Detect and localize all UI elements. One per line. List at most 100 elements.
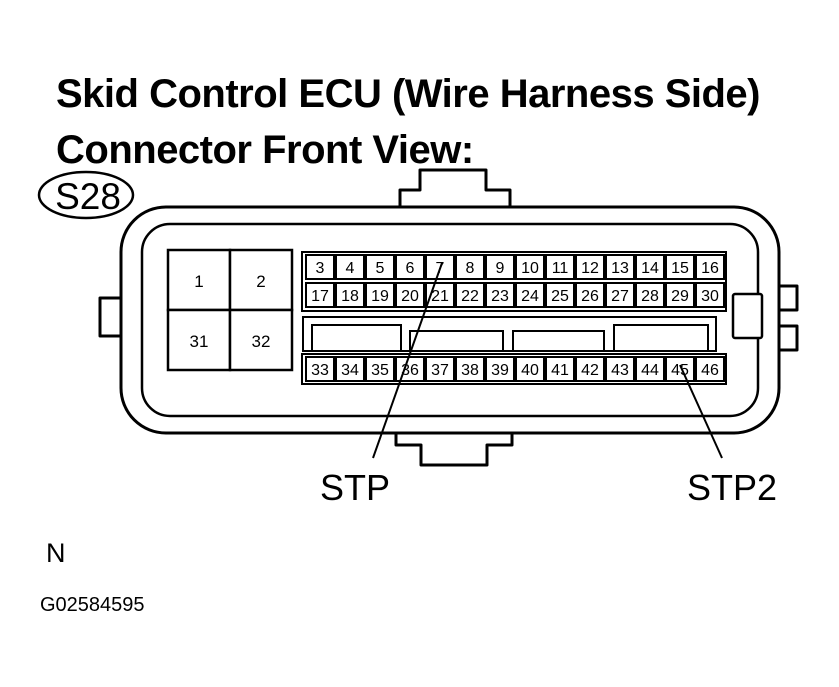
pin-cavity [365, 254, 395, 280]
pin-label: 16 [701, 260, 719, 277]
pin-cavity [515, 282, 545, 308]
keying-slot-2 [409, 330, 504, 351]
pin-cavity [635, 282, 665, 308]
pin-label: 13 [611, 260, 629, 277]
pin-label: 14 [641, 260, 659, 277]
pin-cavity [695, 254, 725, 280]
pin-label: 21 [431, 288, 449, 305]
pin-cavity [515, 254, 545, 280]
pin-label: 6 [406, 260, 415, 277]
pin-label: 46 [701, 362, 719, 379]
large-pin-cavity [166, 308, 232, 372]
large-pin-cavity [228, 308, 294, 372]
pin-label: 30 [701, 288, 719, 305]
pin-cavity [605, 282, 635, 308]
pin-label: 34 [341, 362, 359, 379]
pin-label: 41 [551, 362, 569, 379]
pin-cavity [365, 282, 395, 308]
orientation-mark: N [46, 538, 66, 568]
pin-cavity [545, 282, 575, 308]
diagram-title: Skid Control ECU (Wire Harness Side) [56, 72, 761, 116]
pin-label: 18 [341, 288, 359, 305]
callout-leader-line [372, 262, 443, 459]
large-pin-label: 2 [256, 272, 265, 291]
pin-cavity [365, 356, 395, 382]
large-pin-block: 1 2 31 32 [166, 248, 294, 372]
callout-label: STP2 [687, 467, 777, 508]
pin-cavity [635, 356, 665, 382]
pin-cavity [335, 356, 365, 382]
pin-cavity [665, 356, 695, 382]
connector-code-ellipse [37, 170, 135, 220]
pin-label: 17 [311, 288, 329, 305]
pin-label: 37 [431, 362, 449, 379]
pin-cavity [575, 356, 605, 382]
pin-cavity [515, 356, 545, 382]
pin-label: 8 [466, 260, 475, 277]
keying-slot-frame [302, 316, 717, 352]
pin-label: 19 [371, 288, 389, 305]
pin-label: 38 [461, 362, 479, 379]
connector-code-badge: S28 [37, 170, 135, 220]
lower-pin-frame [301, 353, 727, 385]
pin-cavity [635, 254, 665, 280]
pin-label: 9 [496, 260, 505, 277]
large-pin-cavity [228, 248, 294, 312]
pin-label: 45 [671, 362, 689, 379]
pin-cavity [545, 254, 575, 280]
pin-label: 3 [316, 260, 325, 277]
pin-label: 10 [521, 260, 539, 277]
pin-label: 33 [311, 362, 329, 379]
pin-label: 35 [371, 362, 389, 379]
pin-label: 39 [491, 362, 509, 379]
pin-label: 40 [521, 362, 539, 379]
pin-cavity [575, 282, 605, 308]
pin-cavity [455, 356, 485, 382]
bottom-locking-tab [394, 428, 514, 467]
pin-label: 12 [581, 260, 599, 277]
large-pin-label: 32 [252, 332, 271, 351]
keying-slot-strip [302, 316, 717, 352]
pin-cavity [695, 282, 725, 308]
pin-cavity [335, 282, 365, 308]
large-pin-label: 31 [190, 332, 209, 351]
callout-label: STP [320, 467, 390, 508]
large-pin-cavity [166, 248, 232, 312]
pin-label: 20 [401, 288, 419, 305]
diagram-subtitle: Connector Front View: [56, 128, 474, 172]
pin-cavity [335, 254, 365, 280]
pin-label: 26 [581, 288, 599, 305]
pin-label: 23 [491, 288, 509, 305]
keying-slot-4 [613, 324, 709, 351]
pin-cavity [305, 356, 335, 382]
keying-slot-3 [512, 330, 605, 351]
pin-cavity [455, 282, 485, 308]
upper-pin-block: 3456789101112131415161718192021222324252… [301, 251, 727, 312]
pin-cavity [545, 356, 575, 382]
pin-cavity [305, 254, 335, 280]
figure-id: G02584595 [40, 594, 145, 616]
pin-cavity [665, 282, 695, 308]
pin-label: 44 [641, 362, 659, 379]
pin-cavity [605, 356, 635, 382]
pin-label: 29 [671, 288, 689, 305]
pin-cavity [305, 282, 335, 308]
right-latch-window [731, 292, 764, 340]
pin-cavity [425, 356, 455, 382]
pin-cavity [485, 254, 515, 280]
keying-slot-1 [311, 324, 402, 351]
signal-callouts: STP STP2 [320, 262, 777, 508]
pin-label: 27 [611, 288, 629, 305]
pin-label: 42 [581, 362, 599, 379]
pin-label: 28 [641, 288, 659, 305]
top-locking-tab [398, 168, 512, 214]
pin-label: 5 [376, 260, 385, 277]
pin-cavity [665, 254, 695, 280]
pin-label: 11 [552, 260, 569, 277]
pin-cavity [605, 254, 635, 280]
large-pin-label: 1 [194, 272, 203, 291]
pin-label: 24 [521, 288, 539, 305]
connector-code-label: S28 [55, 176, 121, 217]
